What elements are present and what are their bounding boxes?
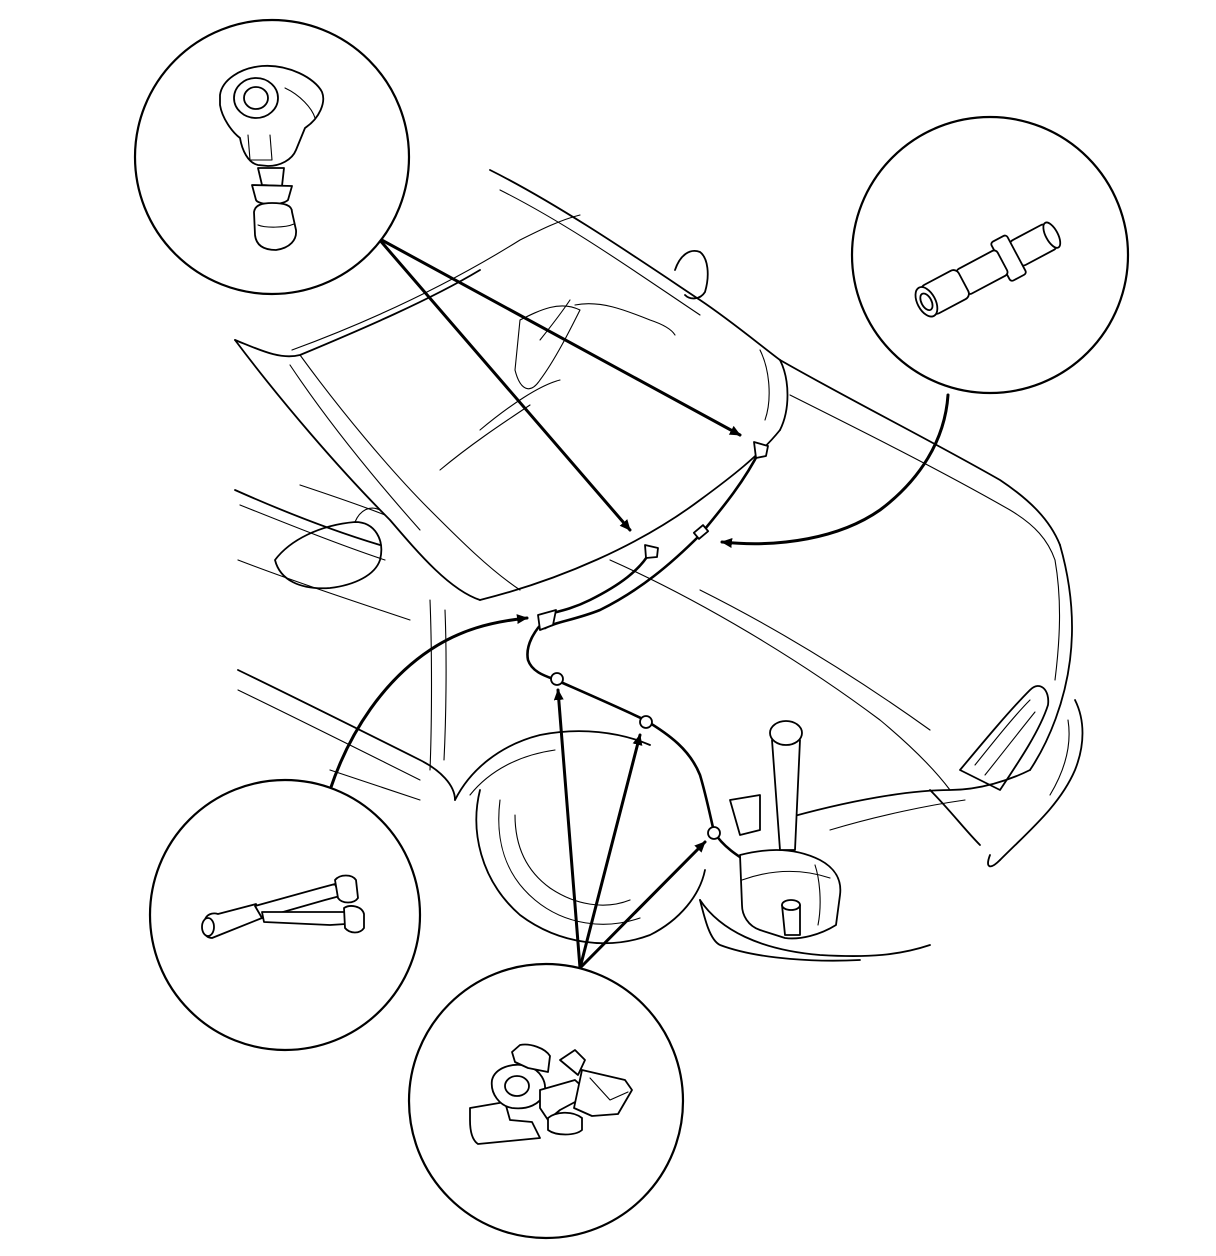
callout-washer-nozzle <box>133 18 411 296</box>
clip-arrow-2 <box>578 733 643 970</box>
nozzle-arrow-left <box>376 236 632 532</box>
hose-clip-icon <box>469 1043 633 1145</box>
washer-hose-route <box>526 441 842 940</box>
washer-nozzle-icon <box>219 65 325 251</box>
callout-hose-clip <box>407 962 685 1240</box>
car-body <box>234 169 1084 962</box>
y-joint-icon <box>201 874 365 939</box>
clip-arrow-1 <box>553 688 582 970</box>
valve-leader <box>720 393 950 548</box>
callout-hose-joint <box>148 778 422 1052</box>
clip-arrow-3 <box>578 840 707 970</box>
nozzle-arrow-right <box>376 236 742 437</box>
leader-arrows <box>328 236 950 970</box>
check-valve-icon <box>914 221 1062 318</box>
joint-leader <box>328 614 529 792</box>
callout-check-valve <box>850 115 1130 395</box>
